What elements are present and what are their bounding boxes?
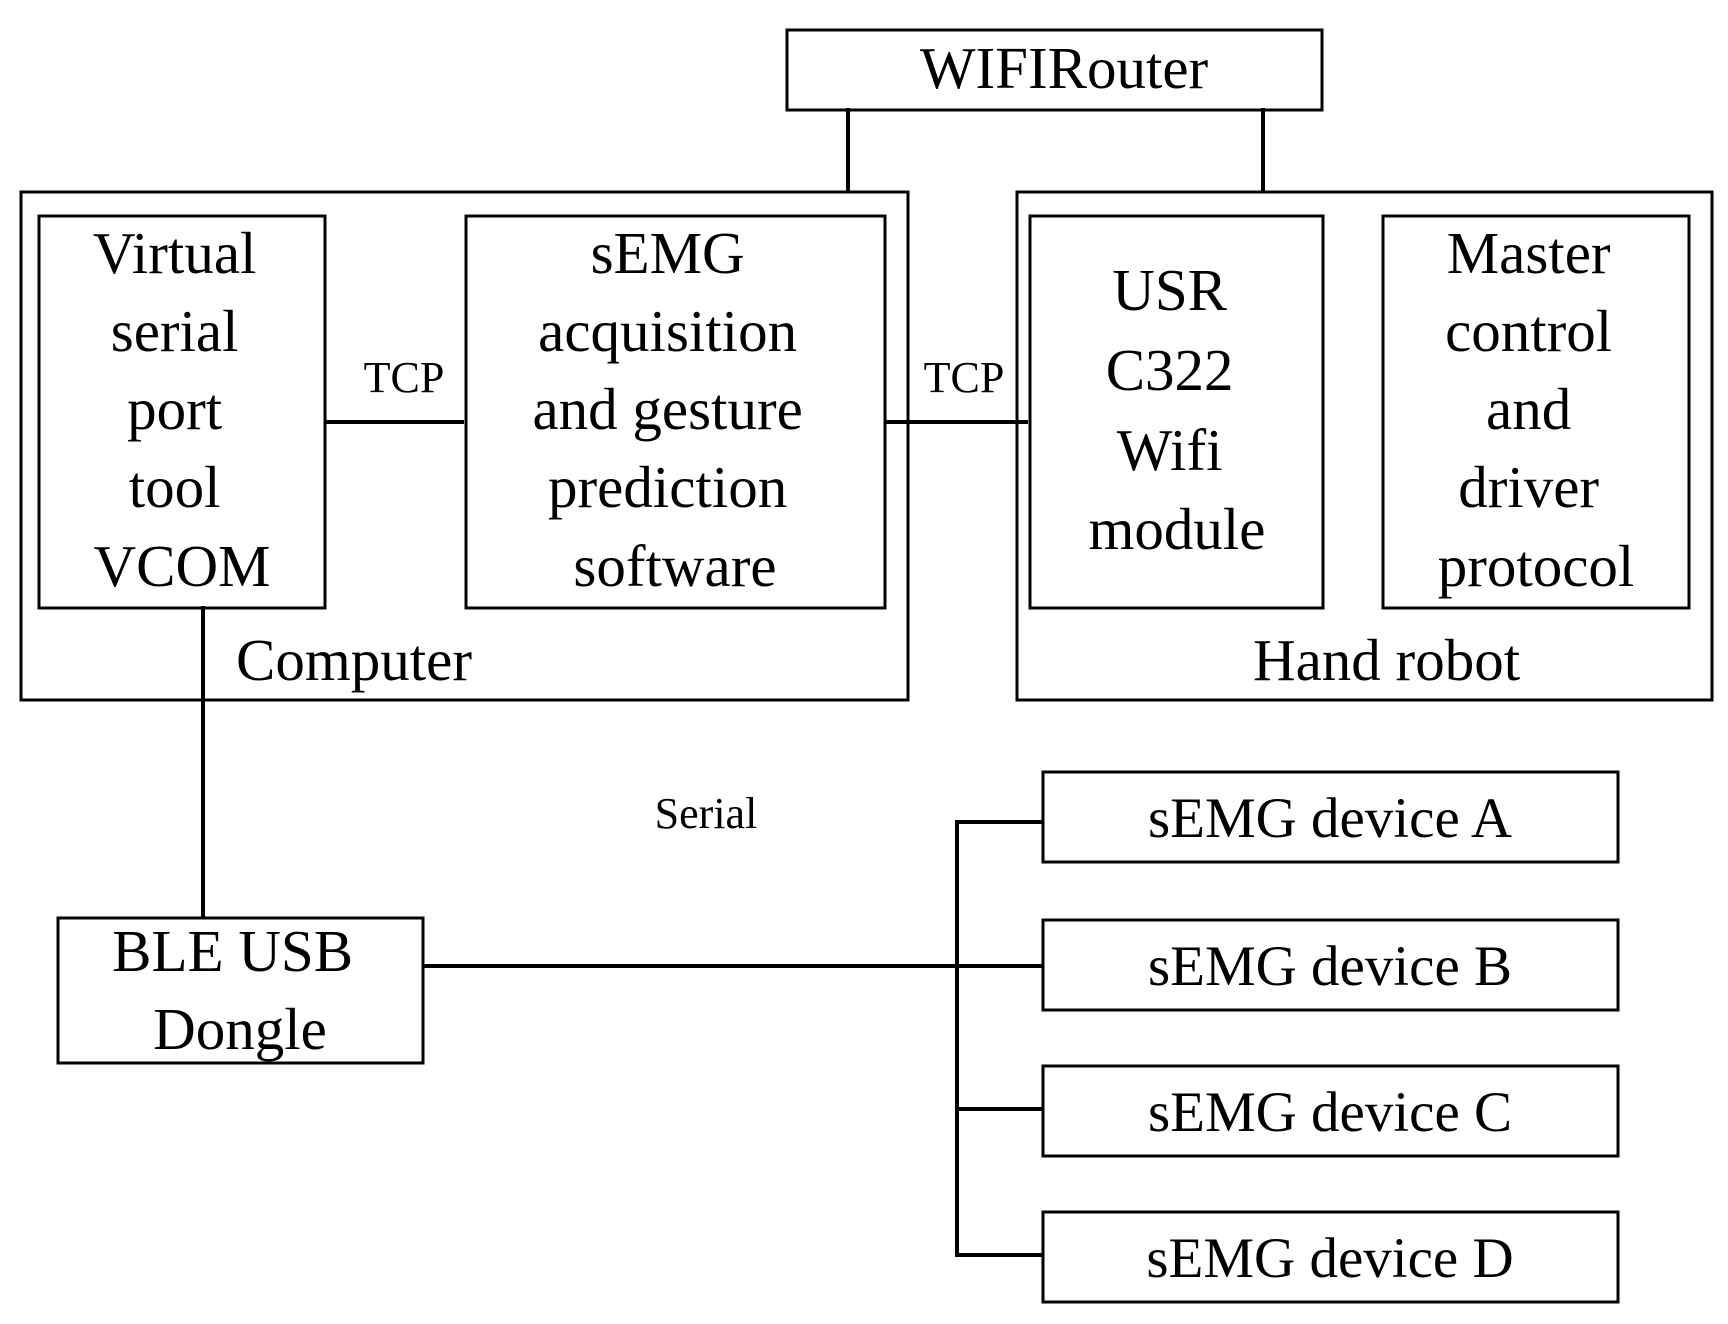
node-wifi-module-line: Wifi [1117, 417, 1223, 483]
edge-label-tcp-left: TCP [364, 353, 445, 402]
node-vcom-frame [37, 214, 327, 610]
node-wifi-module-label: USR C322 Wifi module [1089, 257, 1266, 562]
node-master-control-line: protocol [1438, 533, 1635, 599]
node-vcom-line: VCOM [93, 533, 270, 599]
connection-lines [201, 108, 1265, 1257]
group-computer-label: Computer [236, 627, 472, 693]
node-semg-software-line: sEMG [591, 220, 745, 286]
node-wifi-module-line: C322 [1106, 337, 1234, 403]
node-wifi-module: USR C322 Wifi module [1028, 214, 1325, 610]
node-wifi-module-line: USR [1112, 257, 1227, 323]
node-master-control-label: Master control and driver protocol [1438, 220, 1635, 599]
free-label-serial: Serial [655, 789, 758, 838]
group-computer-frame [19, 190, 910, 702]
node-wifi-router-line: WIFIRouter [920, 35, 1209, 101]
node-vcom: Virtual serial port tool VCOM [37, 214, 327, 610]
edge-label-tcp-right: TCP [924, 353, 1005, 402]
node-ble-dongle: BLE USB Dongle [56, 916, 425, 1065]
group-hand-robot-frame [1015, 190, 1714, 702]
node-vcom-line: serial [111, 298, 239, 364]
group-computer: Computer [19, 190, 910, 702]
node-master-control-line: Master [1447, 220, 1611, 286]
node-device-a-line: sEMG device A [1148, 787, 1512, 850]
node-semg-software-line: software [573, 533, 776, 599]
node-vcom-line: Virtual [93, 220, 257, 286]
node-device-a-label: sEMG device A [1148, 787, 1512, 850]
node-master-control-frame [1381, 214, 1691, 610]
node-device-c-line: sEMG device C [1148, 1081, 1512, 1144]
node-master-control-line: control [1445, 298, 1612, 364]
node-semg-software-line: prediction [548, 454, 787, 520]
node-wifi-module-line: module [1089, 496, 1266, 562]
node-device-c: sEMG device C [1041, 1064, 1620, 1158]
node-wifi-router: WIFIRouter [785, 28, 1324, 112]
group-hand-robot: Hand robot [1015, 190, 1714, 702]
node-ble-dongle-frame [56, 916, 425, 1065]
node-device-c-label: sEMG device C [1148, 1081, 1512, 1144]
node-device-d: sEMG device D [1041, 1210, 1620, 1304]
node-master-control-line: driver [1458, 454, 1599, 520]
node-device-b-line: sEMG device B [1148, 935, 1512, 998]
node-vcom-label: Virtual serial port tool VCOM [93, 220, 271, 599]
node-device-b-label: sEMG device B [1148, 935, 1512, 998]
node-semg-software-line: and gesture [532, 376, 802, 442]
node-device-c-frame [1041, 1064, 1620, 1158]
node-device-a: sEMG device A [1041, 770, 1620, 864]
node-device-b: sEMG device B [1041, 918, 1620, 1012]
node-semg-software: sEMG acquisition and gesture prediction … [464, 214, 887, 610]
node-semg-software-line: acquisition [538, 298, 797, 364]
node-master-control-line: and [1486, 376, 1571, 442]
node-wifi-router-frame [785, 28, 1324, 112]
node-vcom-line: port [127, 376, 223, 442]
node-device-d-label: sEMG device D [1146, 1227, 1513, 1290]
node-wifi-router-label: WIFIRouter [920, 35, 1209, 101]
node-ble-dongle-line: Dongle [153, 996, 327, 1062]
node-semg-software-frame [464, 214, 887, 610]
node-ble-dongle-line: BLE USB [112, 918, 353, 984]
node-wifi-module-frame [1028, 214, 1325, 610]
node-semg-software-label: sEMG acquisition and gesture prediction … [532, 220, 817, 599]
node-device-d-line: sEMG device D [1146, 1227, 1513, 1290]
node-ble-dongle-label: BLE USB Dongle [112, 918, 368, 1062]
node-device-b-frame [1041, 918, 1620, 1012]
node-master-control: Master control and driver protocol [1381, 214, 1691, 610]
node-vcom-line: tool [129, 454, 221, 520]
node-device-d-frame [1041, 1210, 1620, 1304]
node-device-a-frame [1041, 770, 1620, 864]
group-hand-robot-label: Hand robot [1253, 627, 1521, 693]
